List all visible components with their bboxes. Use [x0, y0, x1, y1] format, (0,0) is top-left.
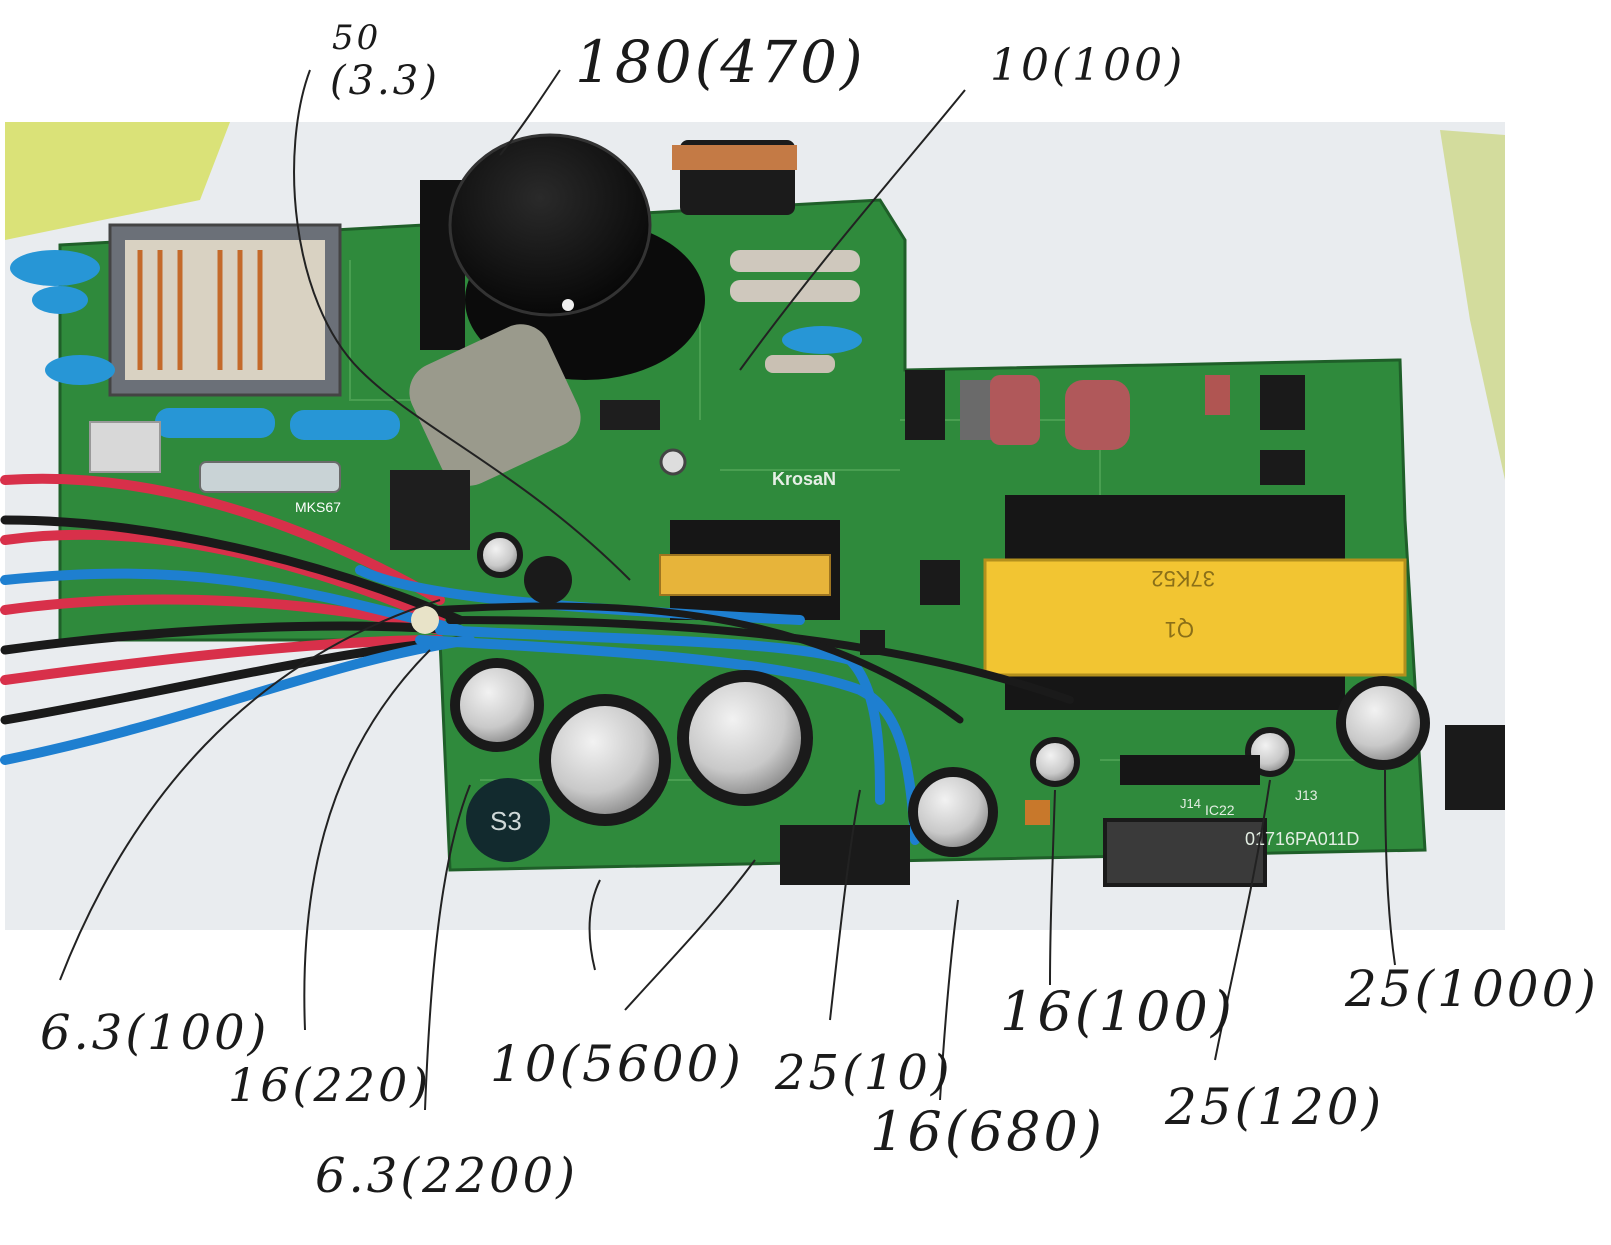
middle-components	[600, 370, 1305, 655]
regulator	[1103, 818, 1267, 887]
right-connector	[1445, 725, 1505, 810]
annotation-top-left-cap: (3.3)	[330, 58, 440, 104]
annotation-bottom-2: 16(220)	[228, 1058, 432, 1112]
board-code: 01716PA011D	[1245, 829, 1359, 849]
top-inductor-cap	[672, 145, 797, 170]
blue-y-capacitors	[10, 250, 862, 440]
header-strip	[1120, 755, 1260, 785]
brand-text: KrosaN	[772, 469, 836, 489]
small-transformer	[659, 520, 840, 620]
annotation-top-left-voltage: 50	[332, 18, 382, 58]
s3-coil	[466, 778, 550, 862]
fuse	[199, 461, 341, 493]
cable-tie	[411, 606, 439, 634]
board-ref-j13: J13	[1295, 787, 1318, 803]
annotation-bottom-3: 6.3(2200)	[315, 1148, 578, 1204]
coil-marking: S3	[490, 806, 522, 836]
board-ref-ic22: IC22	[1205, 802, 1235, 818]
yellow-cloth-right	[1440, 130, 1505, 480]
annotation-bottom-4: 10(5600)	[490, 1035, 744, 1093]
leader-lines	[59, 69, 1396, 1111]
wire-harness	[0, 473, 1074, 845]
annotation-bottom-7: 16(100)	[1000, 980, 1235, 1043]
annotation-bottom-5: 25(10)	[775, 1045, 953, 1101]
left-transistor	[390, 470, 470, 550]
board-mark-left: MKS67	[295, 499, 341, 515]
orange-part	[1025, 800, 1050, 825]
transformer-tag: Q1	[1165, 617, 1194, 642]
output-capacitors	[450, 532, 1430, 857]
annotation-bottom-6: 16(680)	[870, 1100, 1105, 1163]
annotation-top-big-cap: 180(470)	[575, 28, 866, 96]
bottom-connector	[780, 825, 910, 885]
common-mode-choke	[108, 223, 342, 397]
annotation-bottom-9: 25(1000)	[1345, 960, 1599, 1018]
annotation-bottom-8: 25(120)	[1165, 1078, 1385, 1136]
main-transformer: 37K52 Q1	[983, 495, 1407, 710]
annotation-top-right-cap: 10(100)	[990, 40, 1186, 91]
yellow-cloth	[5, 122, 230, 240]
annotation-bottom-1: 6.3(100)	[40, 1005, 270, 1061]
transformer-marking: 37K52	[1151, 566, 1215, 591]
grey-heat-part	[409, 324, 581, 486]
power-connector	[89, 421, 161, 473]
board-ref-j14: J14	[1180, 796, 1201, 811]
